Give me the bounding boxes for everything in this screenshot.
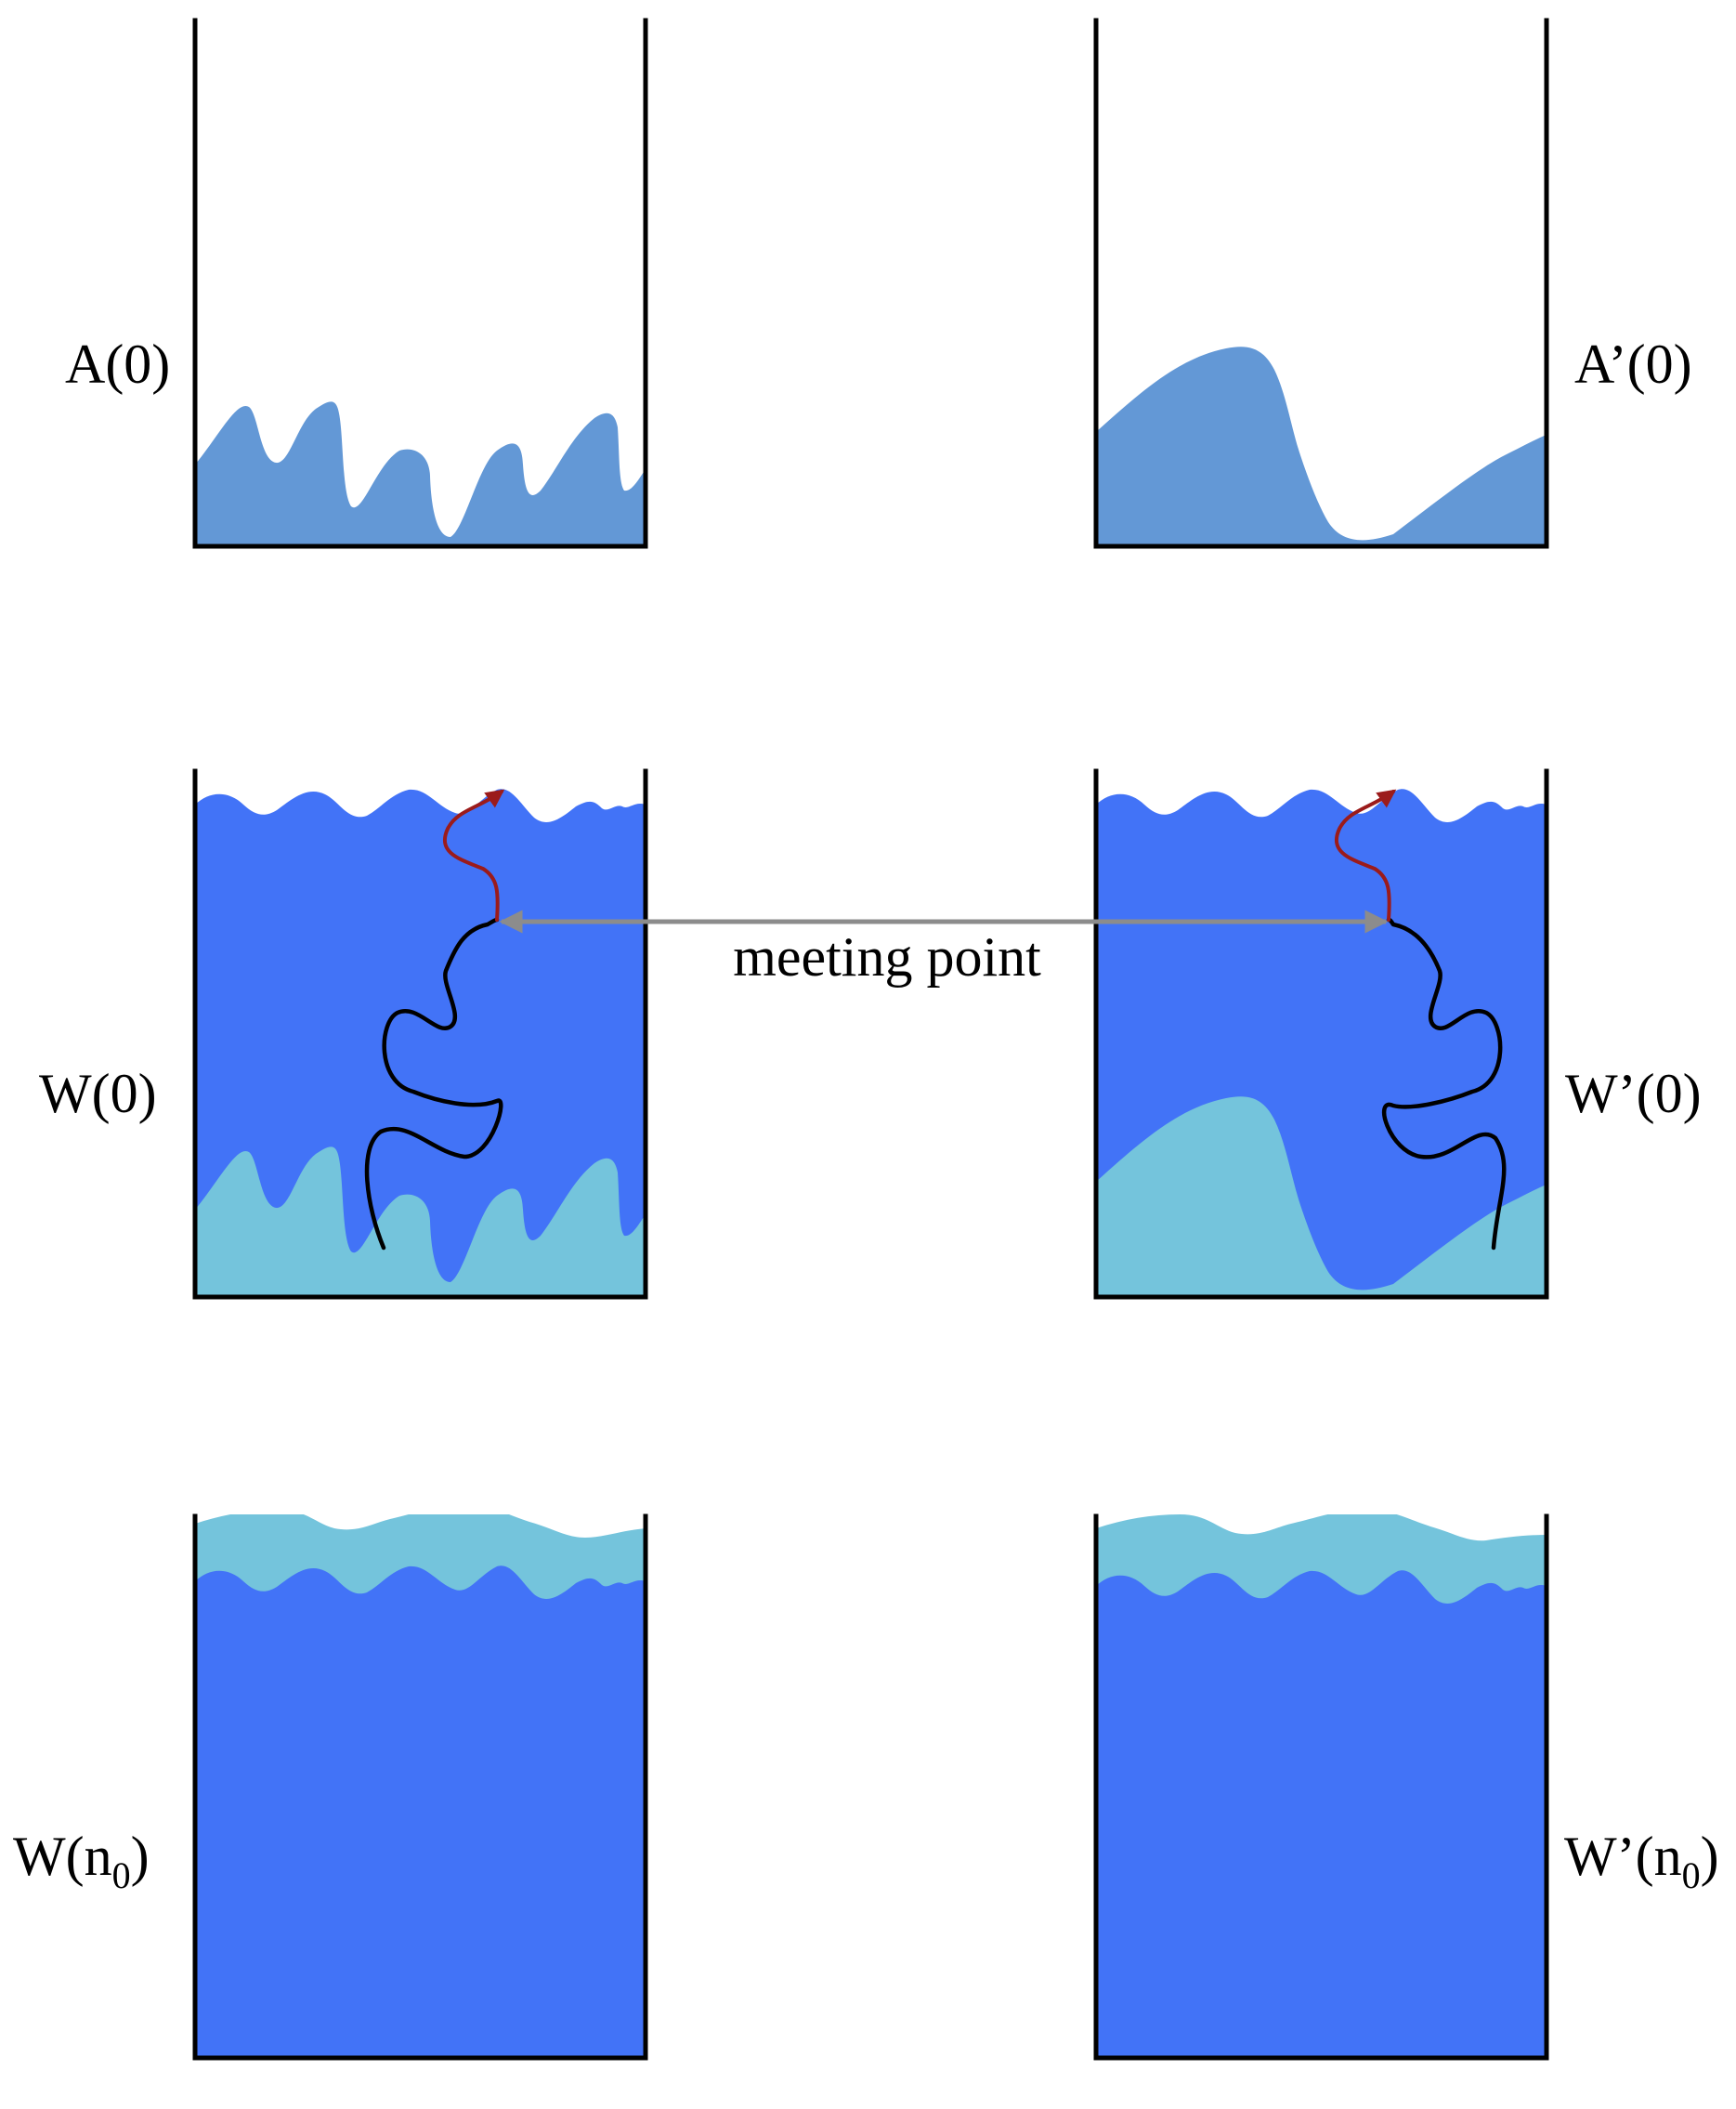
wall-w0-prime (1093, 768, 1549, 1300)
label-a0: A(0) (65, 334, 170, 395)
light-fill-w0 (195, 1146, 646, 1297)
water-wn0 (195, 1565, 646, 2058)
container-wn0-prime: W’(n0) (1093, 1513, 1719, 2061)
wall-wn0 (192, 1513, 648, 2061)
wall-a0 (192, 18, 648, 549)
random-path-red-w0-prime (1334, 789, 1397, 922)
label-wn0-sub: 0 (112, 1854, 131, 1896)
label-wn0-prime-sub: 0 (1682, 1854, 1701, 1896)
container-a0-prime: A’(0) (1093, 18, 1692, 549)
wall-a0-prime (1093, 18, 1549, 549)
label-wn0: W(n0) (13, 1826, 150, 1896)
light-fill-w0-prime (1096, 1096, 1547, 1297)
fill-a0-prime (1096, 347, 1547, 546)
random-path-black-w0 (364, 917, 503, 1251)
fill-a0 (195, 401, 646, 546)
label-wn0-main: W(n (13, 1826, 112, 1887)
label-wn0-prime: W’(n0) (1564, 1826, 1719, 1896)
wall-w0 (192, 768, 648, 1300)
label-wn0-close: ) (131, 1826, 150, 1887)
label-w0: W(0) (39, 1063, 157, 1124)
label-a0-prime: A’(0) (1574, 334, 1692, 395)
container-w0-prime: W’(0) (1093, 768, 1702, 1300)
label-w0-prime: W’(0) (1565, 1063, 1702, 1124)
container-w0: W(0) (39, 768, 648, 1300)
wall-wn0-prime (1093, 1513, 1549, 2061)
random-path-black-w0-prime (1381, 917, 1507, 1251)
label-wn0-prime-close: ) (1701, 1826, 1719, 1887)
meeting-point-label: meeting point (733, 926, 1041, 988)
container-a0: A(0) (65, 18, 648, 549)
water-wn0-prime (1096, 1570, 1547, 2058)
random-path-red-w0 (442, 789, 505, 922)
meeting-point-connector: meeting point (499, 910, 1389, 988)
label-wn0-prime-main: W’(n (1564, 1826, 1682, 1887)
container-wn0: W(n0) (13, 1513, 648, 2061)
